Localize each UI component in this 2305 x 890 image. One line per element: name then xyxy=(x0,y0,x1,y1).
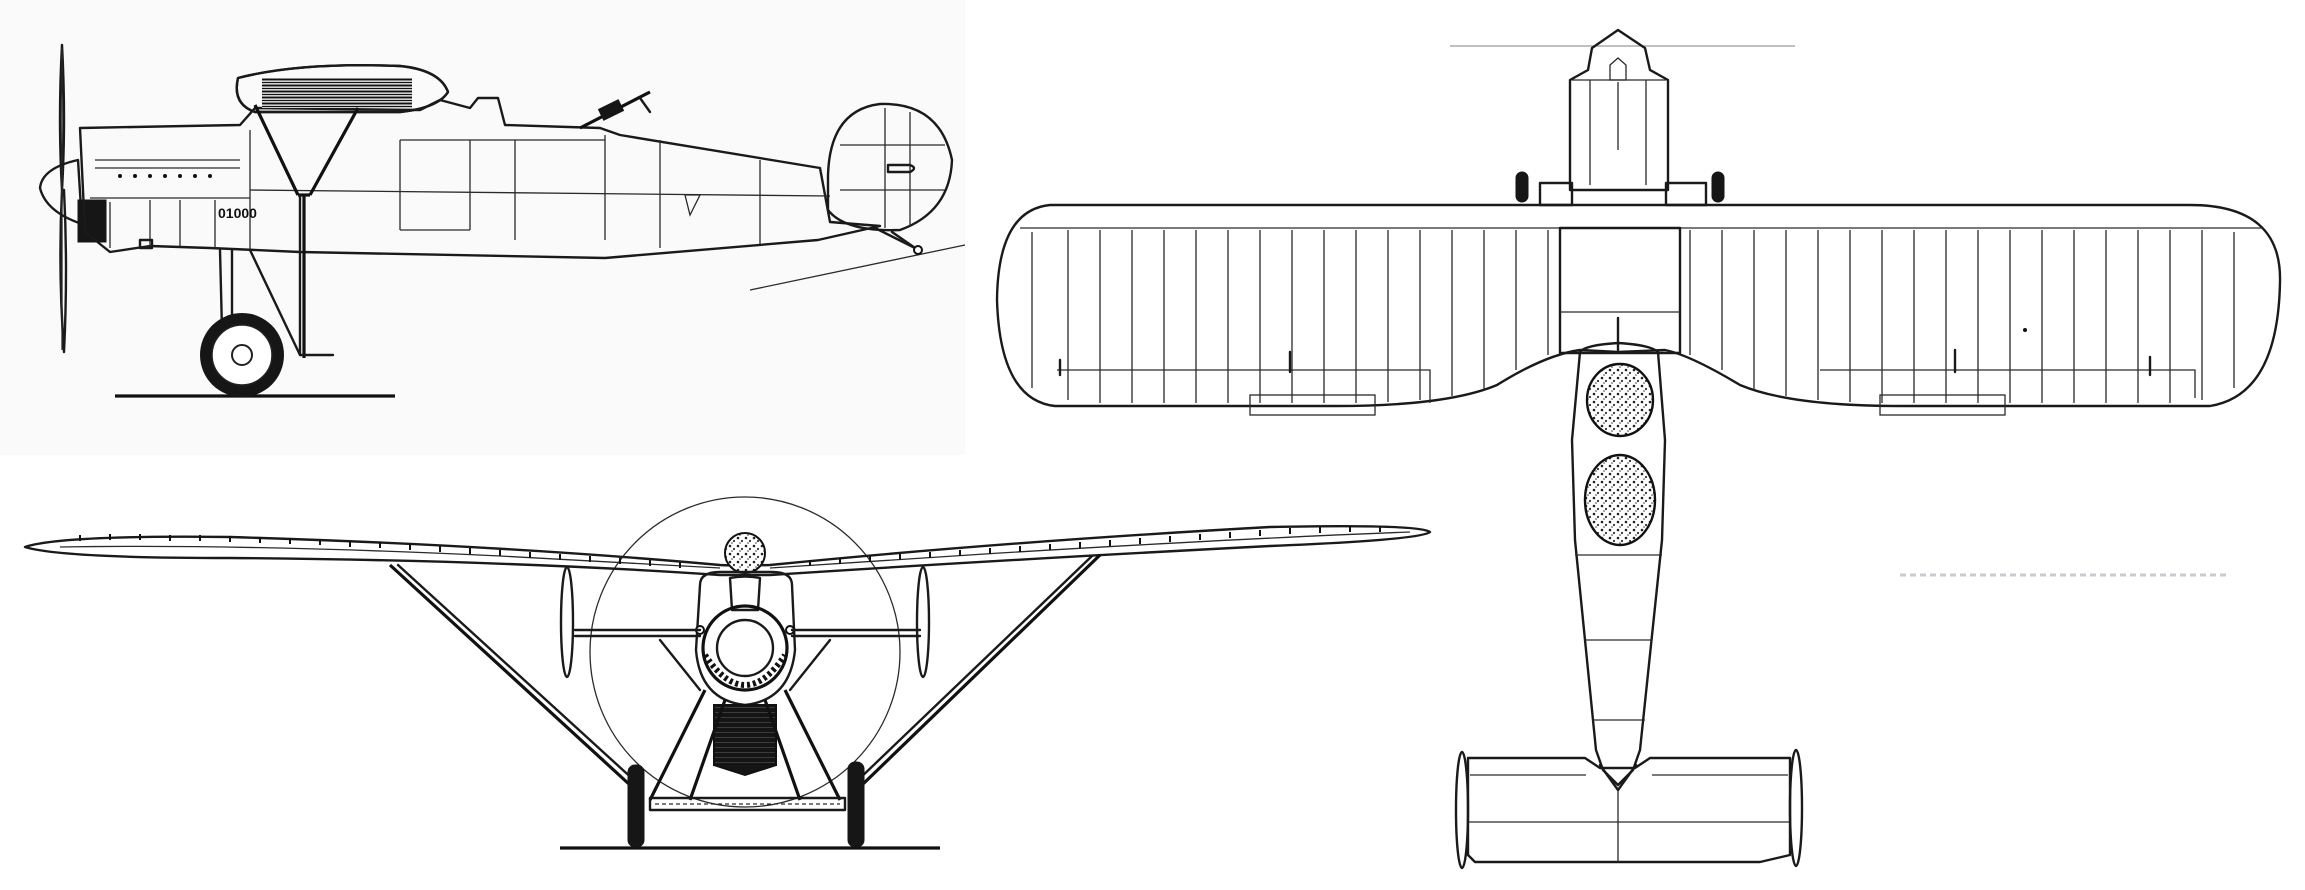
scan-panel-side xyxy=(0,0,965,455)
tail-fin-side xyxy=(826,102,954,232)
radiator-block xyxy=(77,199,107,243)
ailerons-top xyxy=(1057,328,2196,416)
fuselage-panels xyxy=(249,135,831,248)
side-ground-slope xyxy=(749,244,966,291)
nose-top xyxy=(1568,28,1670,192)
wing-struts-front xyxy=(388,553,1102,787)
parasol-wing-side xyxy=(235,64,450,114)
wing-struts-side xyxy=(253,104,360,358)
propeller-disc xyxy=(589,496,901,808)
cowling-rivets xyxy=(118,174,212,178)
tail-skid xyxy=(873,226,923,255)
fuselage-top-panels xyxy=(1575,554,1662,721)
machine-gun xyxy=(579,90,652,130)
top-view xyxy=(995,28,2282,870)
cowling-panels xyxy=(90,130,251,250)
wing-center-section xyxy=(1558,226,1682,355)
fuselage-code: 01000 xyxy=(218,205,257,221)
wing-front-ribs xyxy=(79,526,1381,568)
gun-fairings-top xyxy=(1515,171,1725,207)
right-wheel-front xyxy=(847,761,865,848)
rear-cockpit xyxy=(1583,453,1657,547)
fuselage-top xyxy=(1570,341,1667,787)
main-wing-top xyxy=(995,203,2282,408)
outrigger-struts xyxy=(559,565,931,679)
exhaust-stub xyxy=(138,238,154,250)
cockpit-headrest xyxy=(724,532,766,574)
side-view: 01000 xyxy=(38,43,966,398)
front-view xyxy=(23,496,1432,850)
axle-fairing xyxy=(648,796,847,812)
radiator-front xyxy=(713,704,777,766)
left-wheel-front xyxy=(627,764,645,848)
front-cockpit xyxy=(1585,362,1655,438)
spinner xyxy=(38,158,84,226)
tailplane-top xyxy=(1454,748,1804,870)
propeller-side xyxy=(58,43,68,354)
fuselage-front xyxy=(694,532,797,777)
wing-front xyxy=(23,524,1432,577)
landing-gear-front xyxy=(627,638,865,848)
landing-gear-side xyxy=(200,248,335,397)
